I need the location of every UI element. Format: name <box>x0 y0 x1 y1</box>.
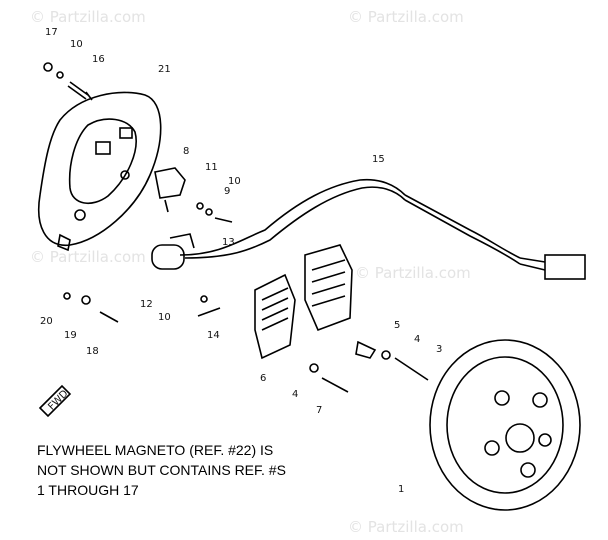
screw-14 <box>197 307 221 317</box>
washer-20 <box>63 292 71 300</box>
label-13: 13 <box>222 237 235 248</box>
label-7: 7 <box>316 405 322 416</box>
label-21: 21 <box>158 64 171 75</box>
watermark: © Partzilla.com <box>30 8 146 26</box>
label-8: 8 <box>183 146 189 157</box>
label-4: 4 <box>414 334 420 345</box>
part-labels: 1 3 4 4 5 6 7 8 9 10 10 10 11 12 13 14 1… <box>40 27 442 495</box>
screw-16 <box>67 81 93 101</box>
wire-harness <box>404 194 521 259</box>
watermark: © Partzilla.com <box>348 8 464 26</box>
ignition-coil <box>304 244 353 332</box>
watermark: © Partzilla.com <box>348 518 464 536</box>
condenser <box>151 233 195 270</box>
screw-18 <box>99 311 119 323</box>
diagram-note: FLYWHEEL MAGNETO (REF. #22) IS NOT SHOWN… <box>37 440 367 500</box>
label-10: 10 <box>158 312 171 323</box>
note-line: FLYWHEEL MAGNETO (REF. #22) IS <box>37 442 274 458</box>
washer-11 <box>196 202 204 210</box>
label-11: 11 <box>205 162 218 173</box>
washer-10c <box>200 295 208 303</box>
washer-10b <box>205 208 213 216</box>
label-3: 3 <box>436 344 442 355</box>
screw-7 <box>321 377 349 393</box>
screw-9 <box>214 217 233 223</box>
label-6: 6 <box>260 373 266 384</box>
washer-19 <box>81 295 91 305</box>
wire-harness <box>179 178 406 256</box>
flywheel-rotor <box>429 339 581 511</box>
label-1: 1 <box>398 484 404 495</box>
contact-breaker <box>154 167 186 213</box>
screw-17 <box>43 62 53 72</box>
connector <box>544 254 586 280</box>
washer-4 <box>309 363 319 373</box>
watermark: © Partzilla.com <box>355 264 471 282</box>
note-line: 1 THROUGH 17 <box>37 482 139 498</box>
washer-4b <box>381 350 391 360</box>
label-18: 18 <box>86 346 99 357</box>
label-10: 10 <box>228 176 241 187</box>
wire-harness <box>404 199 521 265</box>
watermark-group: © Partzilla.com © Partzilla.com © Partzi… <box>30 8 471 536</box>
note-line: NOT SHOWN BUT CONTAINS REF. #S <box>37 462 286 478</box>
fwd-arrow <box>38 384 72 418</box>
label-14: 14 <box>207 330 220 341</box>
label-17: 17 <box>45 27 58 38</box>
label-5: 5 <box>394 320 400 331</box>
screw-3 <box>394 357 429 381</box>
wire-harness <box>184 186 406 259</box>
label-9: 9 <box>224 186 230 197</box>
stator-plate <box>38 91 162 252</box>
label-4: 4 <box>292 389 298 400</box>
bracket-5 <box>355 340 377 359</box>
label-12: 12 <box>140 299 153 310</box>
label-19: 19 <box>64 330 77 341</box>
washer-10 <box>56 71 64 79</box>
label-20: 20 <box>40 316 53 327</box>
label-10: 10 <box>70 39 83 50</box>
label-15: 15 <box>372 154 385 165</box>
watermark: © Partzilla.com <box>30 248 146 266</box>
charging-coil <box>254 273 296 360</box>
label-16: 16 <box>92 54 105 65</box>
